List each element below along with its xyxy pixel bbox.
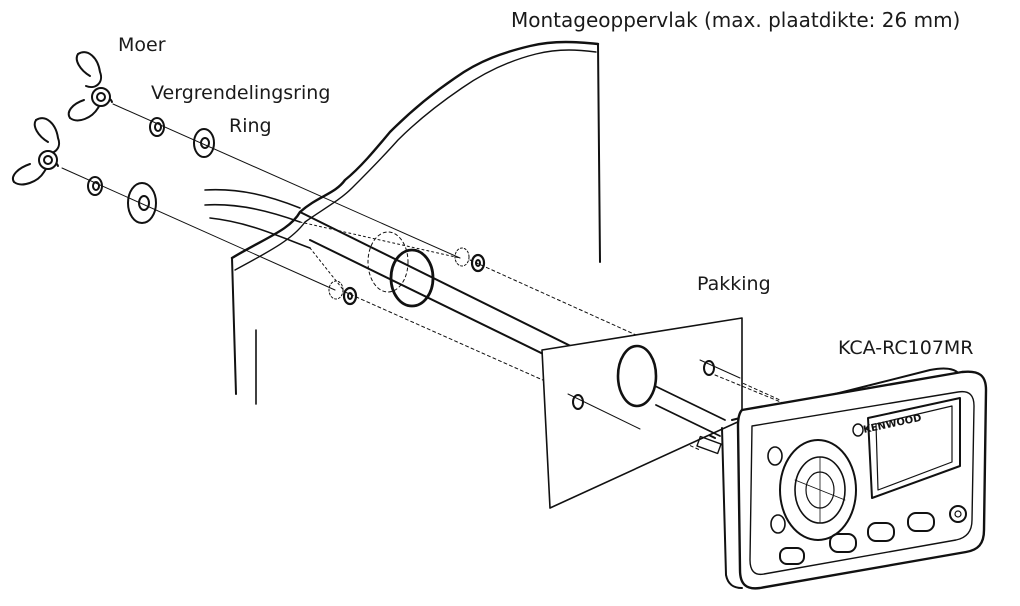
panel-hole: [389, 248, 435, 308]
model-label: KCA-RC107MR: [838, 337, 974, 359]
lock-washer-lower: [87, 176, 103, 196]
panel-hole-dashed: [367, 231, 409, 293]
washer-lower: [127, 182, 157, 224]
cable-bundle: [204, 188, 311, 249]
wing-nut-lower: [12, 117, 60, 186]
lock-washer-upper: [149, 117, 165, 137]
standoff-lower: [328, 280, 358, 306]
gasket-label: Pakking: [697, 273, 771, 295]
standoff-upper: [454, 247, 486, 273]
wing-nut-upper: [67, 51, 113, 122]
mounting-surface-label: Montageoppervlak (max. plaatdikte: 26 mm…: [511, 8, 961, 32]
lock-washer-label: Vergrendelingsring: [151, 82, 331, 104]
washer-label: Ring: [229, 115, 272, 137]
nut-label: Moer: [118, 34, 166, 56]
washer-upper: [193, 128, 215, 158]
unit-bolt: [696, 435, 722, 455]
remote-unit: KENWOOD: [721, 367, 988, 590]
